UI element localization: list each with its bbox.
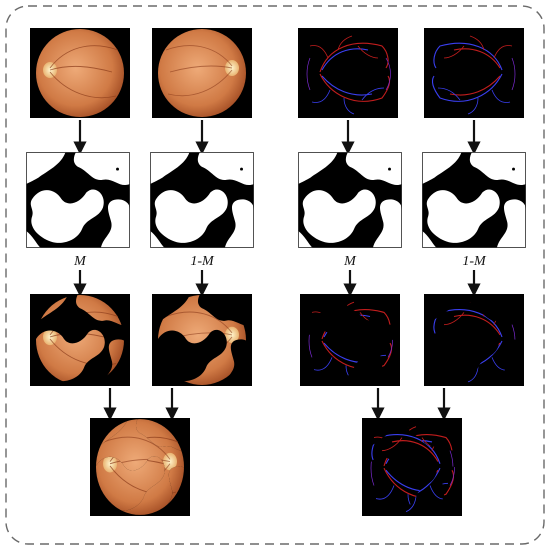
vessel-map-b [424,28,524,118]
outer-dashed-border [5,5,545,545]
label-m-right: M [343,254,357,269]
fundus-image-a [30,28,130,118]
label-m-left: M [73,254,87,269]
mask-m-image-right [298,152,402,248]
vessel-map-a [298,28,398,118]
label-inverse-right: 1-M [462,254,487,269]
mixed-fundus-result [90,418,190,516]
masked-vessel-b [424,294,524,386]
mask-m-image [26,152,130,248]
mask-inverse-image-right [422,152,526,248]
mixed-vessel-result [362,418,462,516]
masked-vessel-a [300,294,400,386]
label-inverse-left: 1-M [190,254,215,269]
masked-fundus-a [30,294,130,386]
fundus-image-b [152,28,252,118]
mask-inverse-image [150,152,254,248]
masked-fundus-b [152,294,252,386]
